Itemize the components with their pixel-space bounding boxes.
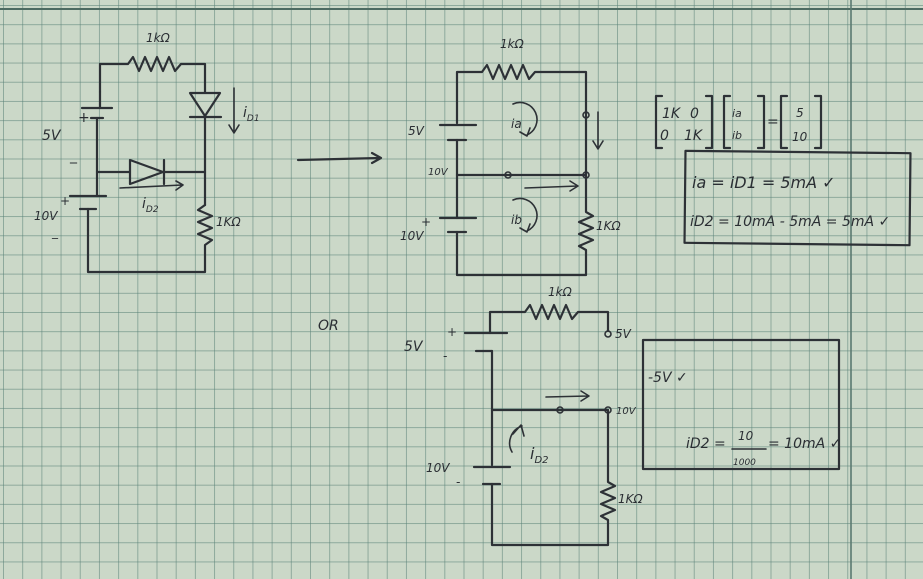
bottom-resistor-top-label: 1kΩ — [548, 285, 573, 299]
left-id1-label: iD1 — [243, 105, 260, 124]
bottom-source-5v-label: 5V — [404, 339, 424, 355]
result-fraction-denominator: 1000 — [733, 458, 756, 468]
bottom-node-5v-label: 5V — [615, 327, 632, 341]
matrix-r2: 10 — [792, 130, 808, 144]
matrix-m11: 1K — [662, 106, 682, 122]
matrix-result-line1: ia = iD1 = 5mA ✓ — [692, 173, 836, 192]
left-id2-label: iD2 — [142, 196, 159, 215]
right-source-10v-label: 10V — [400, 229, 424, 243]
result-line1: -5V ✓ — [648, 370, 688, 386]
result-fraction-numerator: 10 — [738, 429, 754, 443]
right-loop-a-label: ia — [511, 117, 522, 131]
right-plus-sign: + — [421, 215, 431, 229]
bottom-circuit — [463, 303, 617, 547]
left-resistor-top-label: 1kΩ — [146, 31, 171, 45]
matrix-r1: 5 — [796, 106, 804, 120]
transform-arrow — [296, 151, 383, 165]
matrix-m21: 0 — [660, 128, 669, 144]
result-line2-rhs: = 10mA ✓ — [768, 436, 841, 452]
matrix-equation — [654, 94, 912, 247]
matrix-result-line2: iD2 = 10mA - 5mA = 5mA ✓ — [690, 214, 890, 230]
left-circuit — [68, 55, 240, 274]
bottom-resistor-right-label: 1KΩ — [618, 492, 644, 506]
bottom-source-10v-label: 10V — [426, 461, 450, 475]
bottom-loop-current-label: iD2 — [530, 444, 549, 466]
right-loop-b-label: ib — [511, 213, 522, 227]
bottom-minus-sign-2: - — [456, 475, 460, 489]
left-minus-sign: _ — [69, 148, 78, 164]
left-source-10v-label: 10V — [34, 209, 58, 223]
matrix-m22: 1K — [684, 128, 704, 144]
left-plus-sign-2: + — [60, 194, 70, 208]
right-resistor-right-label: 1KΩ — [596, 219, 622, 233]
result-line2-lhs: iD2 = — [686, 436, 726, 452]
left-plus-sign: + — [78, 110, 90, 126]
matrix-m12: 0 — [690, 106, 699, 122]
right-source-5v-label: 5V — [408, 124, 425, 138]
right-node-10v-label: 10V — [428, 167, 449, 178]
result-box — [641, 338, 841, 471]
bottom-minus-sign: - — [443, 349, 447, 363]
right-resistor-top-label: 1kΩ — [500, 37, 525, 51]
matrix-equals: = — [767, 114, 779, 130]
left-resistor-right-label: 1KΩ — [216, 215, 242, 229]
right-circuit — [438, 63, 604, 277]
or-label: OR — [318, 318, 339, 334]
matrix-v2: ib — [732, 129, 742, 142]
left-minus-sign-2: _ — [51, 225, 59, 239]
bottom-node-10v-label: 10V — [616, 406, 637, 417]
left-source-5v-label: 5V — [42, 128, 62, 144]
bottom-plus-sign: + — [447, 325, 457, 339]
matrix-v1: ia — [732, 107, 742, 120]
